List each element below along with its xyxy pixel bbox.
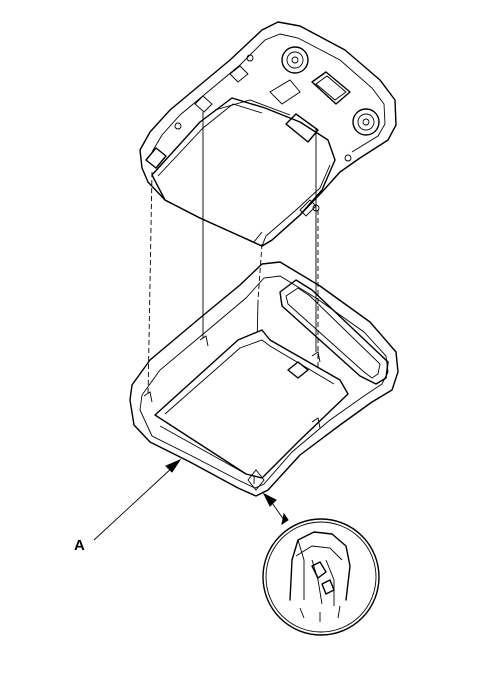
callout-label-a: A [74,537,85,554]
upper-console-bracket [139,21,397,247]
console-trim-panel [129,261,399,497]
clip-detail-view [262,518,380,636]
callout-a-arrow [93,458,182,541]
detail-arrow [262,492,289,526]
